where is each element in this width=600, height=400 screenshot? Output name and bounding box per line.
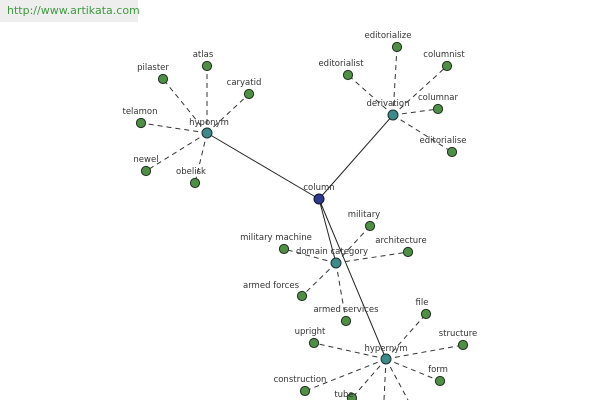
edge-hyponym-pilaster (162, 78, 208, 134)
node-label-obelisk: obelisk (176, 167, 206, 177)
leaf-node-file[interactable] (420, 308, 432, 320)
edge-hyponym-newel (145, 132, 208, 172)
graph-labels: column hyponym derivation domain category hy… (122, 31, 477, 400)
edge-derivation-columnar (392, 108, 439, 116)
leaf-node-armed-forces[interactable] (296, 290, 308, 302)
node-label-editorialise: editorialise (420, 136, 467, 146)
node-label-military-machine: military machine (240, 233, 312, 243)
node-label-armed-services: armed services (313, 305, 379, 315)
hub-node-derivation[interactable] (387, 109, 399, 121)
edge-center-derivation (318, 114, 394, 200)
leaf-node-form[interactable] (434, 375, 446, 387)
edge-center-domain-category (318, 198, 337, 264)
node-label-hyponym: hyponym (189, 118, 229, 128)
node-label-telamon: telamon (122, 107, 157, 117)
node-label-derivation: derivation (366, 99, 409, 109)
node-label-form: form (428, 365, 448, 375)
edge-hypernym-form (385, 358, 441, 382)
node-label-column: column (303, 183, 334, 193)
edge-hypernym-upright (313, 342, 387, 360)
edge-derivation-editorialise (392, 114, 453, 153)
edge-hyponym-caryatid (206, 93, 250, 134)
node-label-domain-category: domain category (296, 247, 368, 257)
edge-center-hyponym (206, 132, 320, 200)
leaf-node-caryatid[interactable] (243, 88, 255, 100)
leaf-node-architecture[interactable] (402, 246, 414, 258)
node-label-structure: structure (439, 329, 478, 339)
node-label-editorialist: editorialist (318, 59, 364, 69)
edge-derivation-editorialize (392, 46, 398, 116)
edge-domain-category-military (335, 225, 371, 264)
hub-node-hypernym[interactable] (380, 353, 392, 365)
leaf-node-editorialise[interactable] (446, 146, 458, 158)
leaf-node-editorialist[interactable] (342, 69, 354, 81)
edge-derivation-editorialist (347, 74, 394, 116)
source-url-link[interactable]: http://www.artikata.com (0, 0, 140, 22)
node-label-construction: construction (274, 375, 327, 385)
leaf-node-construction[interactable] (299, 385, 311, 397)
center-node-column[interactable] (313, 193, 325, 205)
hub-node-domain-category[interactable] (330, 257, 342, 269)
leaf-node-obelisk[interactable] (189, 177, 201, 189)
leaf-node-tube[interactable] (346, 392, 358, 400)
leaf-node-upright[interactable] (308, 337, 320, 349)
edge-hypernym-tube (351, 358, 387, 399)
node-label-columnar: columnar (418, 93, 458, 103)
node-label-military: military (348, 210, 380, 220)
edge-derivation-columnist (392, 65, 448, 116)
edge-hypernym-structure (385, 344, 464, 360)
node-label-hypernym: hypernym (364, 344, 407, 354)
leaf-node-editorialize[interactable] (391, 41, 403, 53)
node-label-tube: tube (334, 390, 353, 400)
node-label-architecture: architecture (375, 236, 426, 246)
edge-domain-category-armed-forces (301, 262, 337, 297)
edge-center-hypernym (318, 198, 387, 360)
node-label-pilaster: pilaster (137, 63, 169, 73)
node-label-columnist: columnist (423, 50, 465, 60)
leaf-node-atlas[interactable] (201, 60, 213, 72)
edge-hyponym-telamon (140, 122, 208, 134)
graph-edges (140, 46, 464, 400)
leaf-node-structure[interactable] (457, 339, 469, 351)
node-label-atlas: atlas (193, 50, 214, 60)
edge-domain-category-armed-services (335, 262, 347, 322)
edge-domain-category-architecture (335, 251, 409, 264)
leaf-node-military-machine[interactable] (278, 243, 290, 255)
leaf-node-pilaster[interactable] (157, 73, 169, 85)
leaf-node-columnist[interactable] (441, 60, 453, 72)
node-label-file: file (416, 298, 429, 308)
node-label-newel: newel (133, 155, 158, 165)
node-label-upright: upright (295, 327, 326, 337)
node-label-armed-forces: armed forces (243, 281, 300, 291)
leaf-node-military[interactable] (364, 220, 376, 232)
edge-hypernym-offscreen-2 (385, 358, 409, 400)
node-label-editorialize: editorialize (365, 31, 412, 41)
edge-hypernym-construction (304, 358, 387, 392)
edge-hypernym-file (385, 313, 427, 360)
graph-nodes (135, 41, 469, 400)
leaf-node-armed-services[interactable] (340, 315, 352, 327)
node-label-caryatid: caryatid (227, 78, 262, 88)
leaf-node-newel[interactable] (140, 165, 152, 177)
leaf-node-columnar[interactable] (432, 103, 444, 115)
leaf-node-telamon[interactable] (135, 117, 147, 129)
edge-hypernym-offscreen-1 (383, 358, 387, 400)
hub-node-hyponym[interactable] (201, 127, 213, 139)
